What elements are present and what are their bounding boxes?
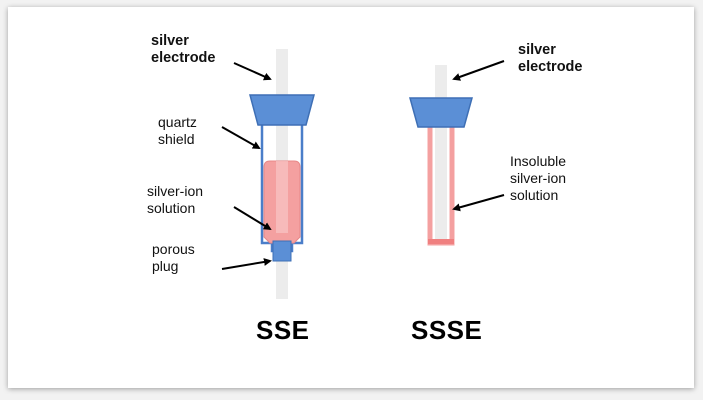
arrow-sse-quartz-shield [221, 126, 261, 149]
sse-porous-plug-label: porous plug [152, 241, 195, 274]
sse-silver-electrode-label: silver electrode [151, 33, 216, 66]
sse-quartz-shield-label: quartz shield [158, 114, 197, 147]
figure-card: silver electrode quartz shield silver-io… [8, 7, 694, 388]
electrode-diagram [221, 49, 505, 299]
sse-cap [249, 94, 315, 126]
sse-porous-plug [272, 240, 292, 262]
arrow-sse-silver-ion-solution [233, 206, 272, 231]
sse-electrode [249, 49, 315, 299]
ssse-insoluble-solution-label: Insoluble silver-ion solution [510, 153, 567, 203]
ssse-silver-rod [435, 65, 447, 245]
arrow-ssse-silver-electrode [452, 60, 505, 81]
ssse-cap [409, 97, 473, 128]
ssse-silver-electrode-label: silver electrode [518, 42, 583, 75]
arrow-ssse-insoluble-solution [452, 194, 505, 212]
arrow-sse-porous-plug [221, 258, 272, 270]
ssse-tube-bottom [428, 239, 454, 244]
arrow-sse-silver-electrode [233, 62, 272, 81]
ssse-title: SSSE [411, 315, 483, 345]
sse-rod-in-solution [276, 161, 288, 233]
ssse-electrode [409, 65, 473, 246]
sse-silver-ion-solution-label: silver-ion solution [147, 183, 204, 216]
sse-title: SSE [256, 315, 310, 345]
